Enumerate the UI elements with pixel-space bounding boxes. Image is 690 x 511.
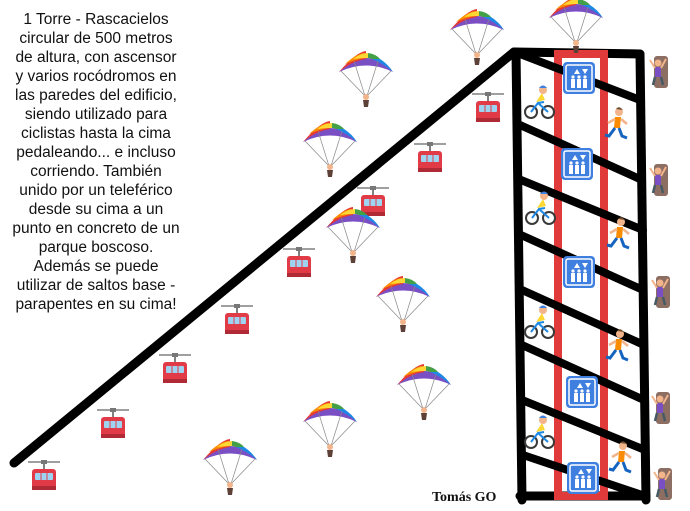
description-line: parque boscoso.	[38, 239, 154, 256]
climber-icon	[648, 162, 670, 198]
cyclist-icon	[524, 414, 555, 449]
cyclist-icon	[524, 304, 555, 339]
elevator-icon	[566, 461, 600, 495]
cable-car-icon	[413, 141, 447, 173]
elevator-icon	[560, 147, 594, 181]
description-line: parapentes en su cima!	[15, 296, 177, 313]
elevator-icon	[565, 375, 599, 409]
climber-icon	[650, 390, 672, 426]
description-line: unido por un teleférico	[19, 182, 173, 199]
cable-car-icon	[471, 91, 505, 123]
cable-car-icon	[27, 459, 61, 491]
description-line: siendo utilizado para	[24, 106, 168, 123]
cable-line	[9, 47, 519, 468]
cable-car-icon	[220, 303, 254, 335]
paraglider-icon	[202, 438, 258, 496]
paraglider-icon	[338, 50, 394, 108]
description-line: circular de 500 metros	[19, 30, 173, 47]
paraglider-icon	[302, 400, 358, 458]
description-line: corriendo. También	[30, 163, 162, 180]
runner-icon	[603, 105, 629, 140]
cyclist-icon	[524, 84, 555, 119]
description-line: desde su cima a un	[28, 201, 164, 218]
description-line: 1 Torre - Rascacielos	[23, 11, 169, 28]
climber-icon	[648, 54, 670, 90]
climber-icon	[652, 466, 674, 502]
climbers	[648, 54, 674, 502]
paraglider-icon	[302, 120, 358, 178]
description-line: las paredes del edificio,	[15, 87, 177, 104]
paraglider-icon	[375, 275, 431, 333]
paraglider-icon	[449, 8, 505, 66]
description-line: pedaleando... e incluso	[16, 144, 176, 161]
paraglider-icon	[548, 0, 604, 54]
author-credit: Tomás GO	[432, 490, 497, 505]
cable-car-icon	[96, 407, 130, 439]
cable-car-icon	[282, 246, 316, 278]
elevator-icon	[562, 61, 596, 95]
description-line: y varios rocódromos en	[15, 68, 177, 85]
paraglider-icon	[396, 363, 452, 421]
cable-car-icon	[158, 352, 192, 384]
climber-icon	[650, 274, 672, 310]
description-line: punto en concreto de un	[12, 220, 180, 237]
elevator-icon	[562, 255, 596, 289]
description-line: Además se puede	[33, 258, 159, 275]
description-line: utilizar de saltos base -	[16, 277, 176, 294]
description-line: de altura, con ascensor	[15, 49, 177, 66]
description-text: 1 Torre - Rascacielos circular de 500 me…	[4, 10, 188, 314]
description-line: ciclistas hasta la cima	[21, 125, 171, 142]
